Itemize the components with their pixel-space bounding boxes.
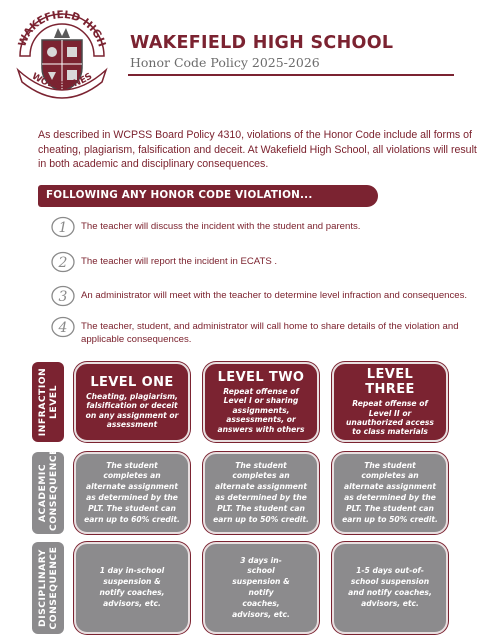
level-three-card: LEVEL THREE Repeat offense of Level II o… [332, 362, 448, 442]
academic-consequence-card: The student completes an alternate assig… [332, 452, 448, 534]
academic-consequence-card: The student completes an alternate assig… [74, 452, 190, 534]
header-divider [128, 74, 454, 76]
level-two-card: LEVEL TWO Repeat offense of Level I or s… [203, 362, 319, 442]
level-description: Repeat offense of Level II or unauthoriz… [346, 399, 434, 437]
row-label-disciplinary: DISCIPLINARY CONSEQUENCE [32, 542, 64, 634]
disciplinary-consequence-card: 1 day in-school suspension & notify coac… [74, 542, 190, 634]
academic-consequence-text: The student completes an alternate assig… [342, 460, 438, 524]
row-label-text: DISCIPLINARY CONSEQUENCE [37, 546, 59, 630]
step-text: The teacher will report the incident in … [81, 256, 278, 267]
step-text: The teacher, student, and administrator … [81, 321, 459, 345]
step-number-badge: 1 [50, 216, 76, 238]
step-number: 3 [59, 289, 68, 305]
school-crest-icon: WAKEFIELD HIGH WOLVERINES [14, 9, 110, 102]
step-number: 1 [59, 220, 68, 236]
intro-paragraph: As described in WCPSS Board Policy 4310,… [38, 129, 477, 171]
row-label-academic: ACADEMIC CONSEQUENCE [32, 448, 64, 534]
step-number: 4 [58, 320, 68, 336]
banner-text: FOLLOWING ANY HONOR CODE VIOLATION... [46, 189, 313, 201]
disciplinary-consequence-text: 3 days in-school suspension & notify coa… [232, 555, 290, 619]
section-banner: FOLLOWING ANY HONOR CODE VIOLATION... [38, 185, 378, 207]
step-number: 2 [58, 255, 68, 271]
step-number-badge: 4 [50, 316, 76, 338]
policy-title: Honor Code Policy 2025-2026 [130, 55, 320, 70]
level-description: Cheating, plagiarism, falsification or d… [85, 391, 179, 429]
level-description: Repeat offense of Level I or sharing ass… [217, 386, 305, 434]
row-label-text: ACADEMIC CONSEQUENCE [37, 448, 59, 531]
disciplinary-consequence-text: 1-5 days out-of-school suspension and no… [348, 566, 432, 608]
school-name: WAKEFIELD HIGH SCHOOL [130, 33, 394, 53]
disciplinary-consequence-text: 1 day in-school suspension & notify coac… [99, 566, 165, 608]
row-label-infraction: INFRACTION LEVEL [32, 362, 64, 442]
level-title: LEVEL ONE [90, 374, 174, 390]
step-number-badge: 2 [50, 251, 76, 273]
step-number-badge: 3 [50, 285, 76, 307]
row-label-text: INFRACTION LEVEL [37, 367, 59, 437]
academic-consequence-card: The student completes an alternate assig… [203, 452, 319, 534]
academic-consequence-text: The student completes an alternate assig… [84, 460, 180, 524]
level-one-card: LEVEL ONE Cheating, plagiarism, falsific… [74, 362, 190, 442]
step-text: An administrator will meet with the teac… [81, 290, 468, 301]
disciplinary-consequence-card: 1-5 days out-of-school suspension and no… [332, 542, 448, 634]
level-title: LEVEL THREE [365, 367, 415, 398]
step-text: The teacher will discuss the incident wi… [81, 221, 361, 232]
level-title: LEVEL TWO [217, 369, 305, 385]
disciplinary-consequence-card: 3 days in-school suspension & notify coa… [203, 542, 319, 634]
academic-consequence-text: The student completes an alternate assig… [213, 460, 309, 524]
